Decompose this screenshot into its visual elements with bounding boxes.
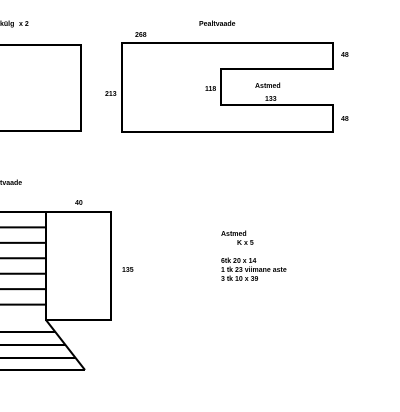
top-view-height-label: 213	[105, 91, 117, 98]
notes-item: 3 tk 10 x 39	[221, 276, 258, 283]
side-view-quantity: x 2	[19, 21, 29, 28]
top-view-arm-depth-bottom-label: 48	[341, 116, 349, 123]
top-view-outline	[121, 42, 334, 133]
front-view-height-label: 135	[122, 267, 134, 274]
notes-item: 1 tk 23 viimane aste	[221, 267, 287, 274]
top-view-notch-length-label: 133	[265, 96, 277, 103]
side-view-title: külg	[0, 21, 14, 28]
notes-item: 6tk 20 x 14	[221, 258, 257, 265]
top-view: Pealtvaade 268 213 48 48 118 133 Astmed	[105, 21, 349, 133]
top-view-notch-label: Astmed	[255, 83, 281, 90]
top-view-title: Pealtvaade	[199, 21, 236, 28]
notes: Astmed K x 5 6tk 20 x 14 1 tk 23 viimane…	[221, 231, 287, 283]
notes-heading: Astmed	[221, 231, 247, 238]
stair-side-line	[45, 319, 86, 371]
front-view-width-label: 40	[75, 200, 83, 207]
top-view-notch-height-label: 118	[205, 86, 216, 93]
front-view-stair-lower	[0, 319, 86, 371]
front-view-box	[45, 211, 112, 321]
top-view-arm-depth-label: 48	[341, 52, 349, 59]
side-view-outline	[0, 44, 82, 132]
front-view-steps	[0, 211, 46, 306]
side-view: külg x 2	[0, 21, 82, 132]
top-view-width-label: 268	[135, 32, 147, 39]
front-view: tvaade 40 135	[0, 180, 134, 371]
notes-subheading: K x 5	[237, 240, 254, 247]
front-view-title: tvaade	[0, 180, 22, 187]
